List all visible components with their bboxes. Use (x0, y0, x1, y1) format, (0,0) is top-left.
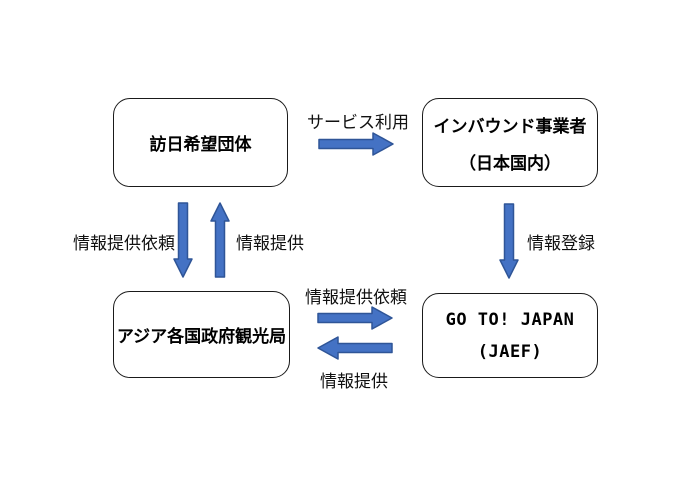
node-asian-tourism-bureaus: アジア各国政府観光局 (113, 291, 290, 378)
edge-label-service-use: サービス利用 (307, 113, 409, 132)
node-inbound-operators: インバウンド事業者 （日本国内） (422, 98, 598, 187)
node-label-line1: GO TO! JAPAN (445, 309, 575, 330)
node-go-to-japan-jaef: GO TO! JAPAN (JAEF) (422, 293, 598, 378)
node-label-line2: （日本国内） (459, 153, 561, 173)
edge-label-info-provide-left: 情報提供 (236, 234, 304, 253)
node-label: アジア各国政府観光局 (116, 327, 287, 346)
node-label-line1: インバウンド事業者 (433, 116, 587, 136)
edge-label-info-register: 情報登録 (527, 234, 595, 253)
arrow-right-icon (318, 132, 394, 156)
node-label-line2: (JAEF) (477, 341, 543, 362)
arrow-shape (317, 336, 393, 360)
arrow-shape (210, 202, 230, 278)
arrow-shape (318, 132, 394, 156)
edge-label-info-request-mid: 情報提供依頼 (305, 288, 407, 307)
arrow-down-icon (499, 203, 519, 279)
arrow-left-icon (317, 336, 393, 360)
arrow-shape (173, 202, 193, 278)
edge-label-info-request-left: 情報提供依頼 (73, 234, 175, 253)
node-label: 訪日希望団体 (149, 135, 252, 154)
edge-label-info-provide-mid: 情報提供 (320, 372, 388, 391)
node-visit-japan-groups: 訪日希望団体 (113, 98, 288, 187)
arrow-shape (317, 306, 393, 330)
arrow-right-icon (317, 306, 393, 330)
arrow-up-icon (210, 202, 230, 278)
arrow-down-icon (173, 202, 193, 278)
arrow-shape (499, 203, 519, 279)
